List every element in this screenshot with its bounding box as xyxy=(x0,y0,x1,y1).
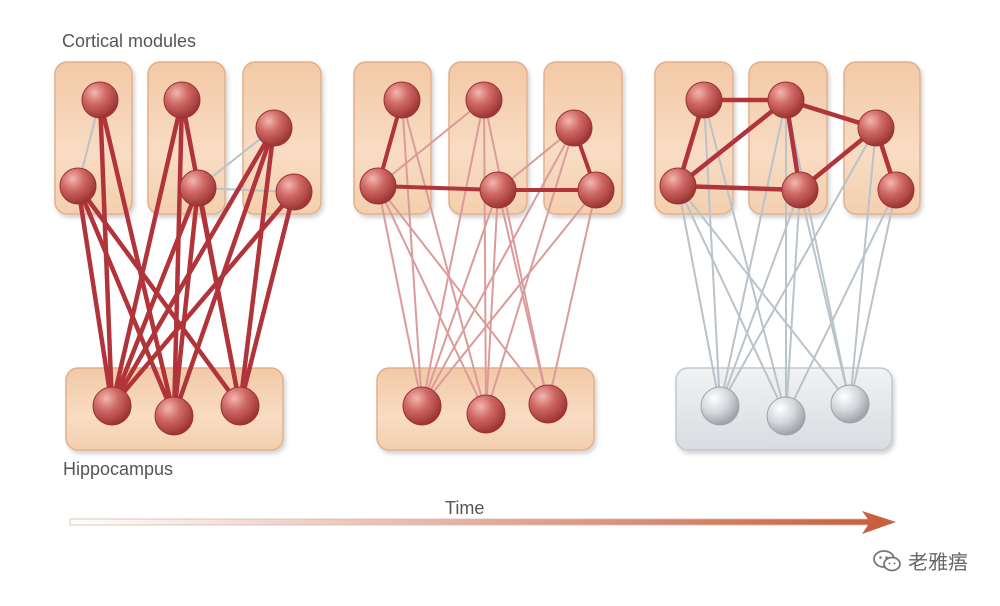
cortical-node xyxy=(163,81,201,119)
nodes xyxy=(59,81,313,436)
time-arrow-head xyxy=(862,511,896,534)
watermark: 老雅痦 xyxy=(872,546,968,575)
nodes xyxy=(659,81,915,436)
cortical-node xyxy=(179,169,217,207)
cortical-node xyxy=(781,171,819,209)
hippocampal-node-inactive xyxy=(830,384,870,424)
hippocampal-links-fading xyxy=(377,99,597,415)
cortical-node xyxy=(577,171,615,209)
watermark-text: 老雅痦 xyxy=(908,550,968,574)
time-arrow-shaft xyxy=(69,518,871,526)
cortical-node xyxy=(81,81,119,119)
hippocampal-node xyxy=(466,394,506,434)
wechat-icon xyxy=(873,549,901,571)
cortical-node xyxy=(359,167,397,205)
hippocampal-links-lost xyxy=(677,99,897,417)
hippocampal-node xyxy=(154,396,194,436)
cortical-node xyxy=(465,81,503,119)
cortical-node xyxy=(857,109,895,147)
hippocampal-node-inactive xyxy=(766,396,806,436)
cortical-node xyxy=(275,173,313,211)
hippocampus-label: Hippocampus xyxy=(63,459,174,479)
cortical-node xyxy=(479,171,517,209)
hippocampal-node xyxy=(528,384,568,424)
cortical-node xyxy=(255,109,293,147)
stage-1 xyxy=(54,61,322,451)
nodes xyxy=(359,81,615,434)
hippocampal-node-inactive xyxy=(700,386,740,426)
cortical-modules-label: Cortical modules xyxy=(62,31,197,51)
cortical-node xyxy=(659,167,697,205)
hippocampal-node xyxy=(92,386,132,426)
cortical-node xyxy=(555,109,593,147)
stage-2 xyxy=(353,61,623,451)
hippocampal-node xyxy=(402,386,442,426)
hippocampal-node xyxy=(220,386,260,426)
time-label: Time xyxy=(445,498,485,518)
cortical-node xyxy=(767,81,805,119)
cortical-node xyxy=(685,81,723,119)
hippocampal-links-strong xyxy=(75,97,297,419)
time-arrow xyxy=(69,511,896,534)
cortical-node xyxy=(877,171,915,209)
stage-3 xyxy=(654,61,921,451)
cortical-node xyxy=(383,81,421,119)
cortical-node xyxy=(59,167,97,205)
